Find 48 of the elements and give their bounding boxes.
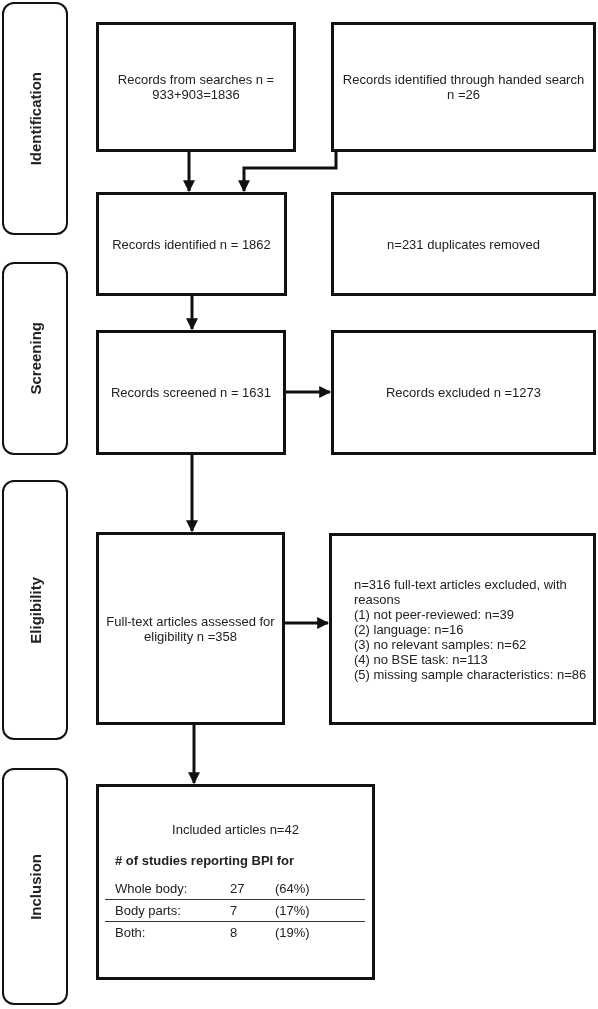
phase-label: Identification <box>26 71 44 166</box>
process-box <box>96 192 287 296</box>
list-item: (1) not peer-reviewed: n=39 <box>354 606 515 622</box>
count-value: 8 <box>230 924 239 940</box>
process-box <box>331 330 596 455</box>
row-label: Whole body: <box>115 880 189 896</box>
list-item: (2) language: n=16 <box>354 621 464 637</box>
list-item: (5) missing sample characteristics: n=86 <box>354 666 587 682</box>
process-box <box>331 22 596 152</box>
phase-label-box <box>2 2 68 235</box>
arrow <box>286 386 332 398</box>
process-box <box>331 192 596 296</box>
row-label: Body parts: <box>115 902 182 918</box>
phase-label: Inclusion <box>26 853 44 920</box>
box-text: Records excluded n =1273 <box>386 385 541 400</box>
arrow <box>186 296 198 331</box>
list-item: (4) no BSE task: n=113 <box>354 651 488 667</box>
arrow <box>183 152 195 193</box>
box-text: Full-text articles assessed for eligibility n =358 <box>105 613 276 644</box>
phase-label-box <box>2 480 68 740</box>
count-value: 27 <box>230 880 246 896</box>
table-heading: # of studies reporting BPI for <box>114 852 295 868</box>
process-box <box>96 532 285 725</box>
phase-label-box <box>2 768 68 1005</box>
box-text: Records from searches n = 933+903=1836 <box>116 72 276 102</box>
phase-label: Screening <box>26 322 44 395</box>
process-box <box>96 330 286 455</box>
box-text: Records identified through handed search n =26 <box>341 72 586 102</box>
process-box <box>96 22 296 152</box>
arrow <box>238 152 338 193</box>
exclusion-box <box>329 533 596 725</box>
box-text: Records screened n = 1631 <box>110 385 272 400</box>
percent-value: (64%) <box>275 880 310 896</box>
phase-label: Eligibility <box>26 576 44 644</box>
box-text: Included articles n=42 <box>172 821 299 837</box>
row-label: Both: <box>115 924 147 940</box>
count-value: 7 <box>230 902 239 918</box>
percent-value: (19%) <box>275 924 310 940</box>
list-item: (3) no relevant samples: n=62 <box>354 636 527 652</box>
phase-label-box <box>2 262 68 455</box>
percent-value: (17%) <box>275 902 310 918</box>
box-text: n=231 duplicates removed <box>387 236 540 252</box>
arrow <box>186 455 198 533</box>
arrow <box>188 725 200 785</box>
box-text: n=316 full-text articles excluded, with reasons <box>354 576 568 607</box>
box-text: Records identified n = 1862 <box>112 236 271 252</box>
arrow <box>285 617 330 629</box>
result-box <box>96 784 375 980</box>
